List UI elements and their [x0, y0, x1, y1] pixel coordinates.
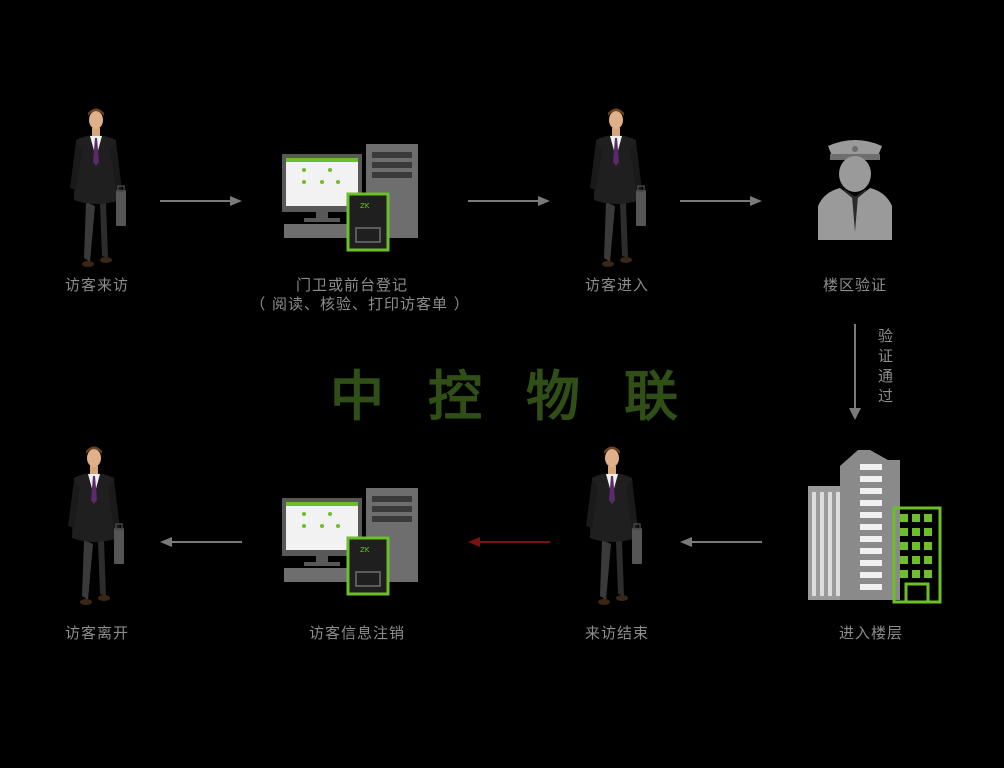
terminal-icon [280, 486, 420, 596]
businessman-icon [67, 445, 125, 606]
arrow-down-icon [849, 324, 861, 420]
step-register-label: 门卫或前台登记 [295, 276, 408, 294]
building-icon [808, 450, 942, 604]
step-visitor-arrive-label: 访客来访 [64, 276, 129, 294]
step-visitor-enter-label: 访客进入 [584, 276, 649, 294]
terminal-icon [280, 142, 420, 252]
arrow-left-icon [468, 537, 550, 547]
arrow-right-icon [468, 196, 550, 206]
step-enter-floor-label: 进入楼层 [838, 624, 903, 642]
guard-icon [818, 140, 892, 240]
arrow-left-icon [160, 537, 242, 547]
step-register-sublabel: （ 阅读、核验、打印访客单 ） [250, 295, 470, 313]
businessman-icon [585, 445, 643, 606]
step-visitor-leave-label: 访客离开 [64, 624, 129, 642]
step-building-verify-label: 楼区验证 [822, 276, 887, 294]
arrow-right-icon [680, 196, 762, 206]
verify-passed-label: 验证通过 [878, 327, 894, 405]
brand-title: 中控物联 [330, 365, 722, 428]
businessman-icon [589, 107, 647, 268]
businessman-icon [69, 107, 127, 268]
arrow-left-icon [680, 537, 762, 547]
step-info-cancel-label: 访客信息注销 [308, 624, 405, 642]
step-visit-end-label: 来访结束 [584, 624, 649, 642]
arrow-right-icon [160, 196, 242, 206]
